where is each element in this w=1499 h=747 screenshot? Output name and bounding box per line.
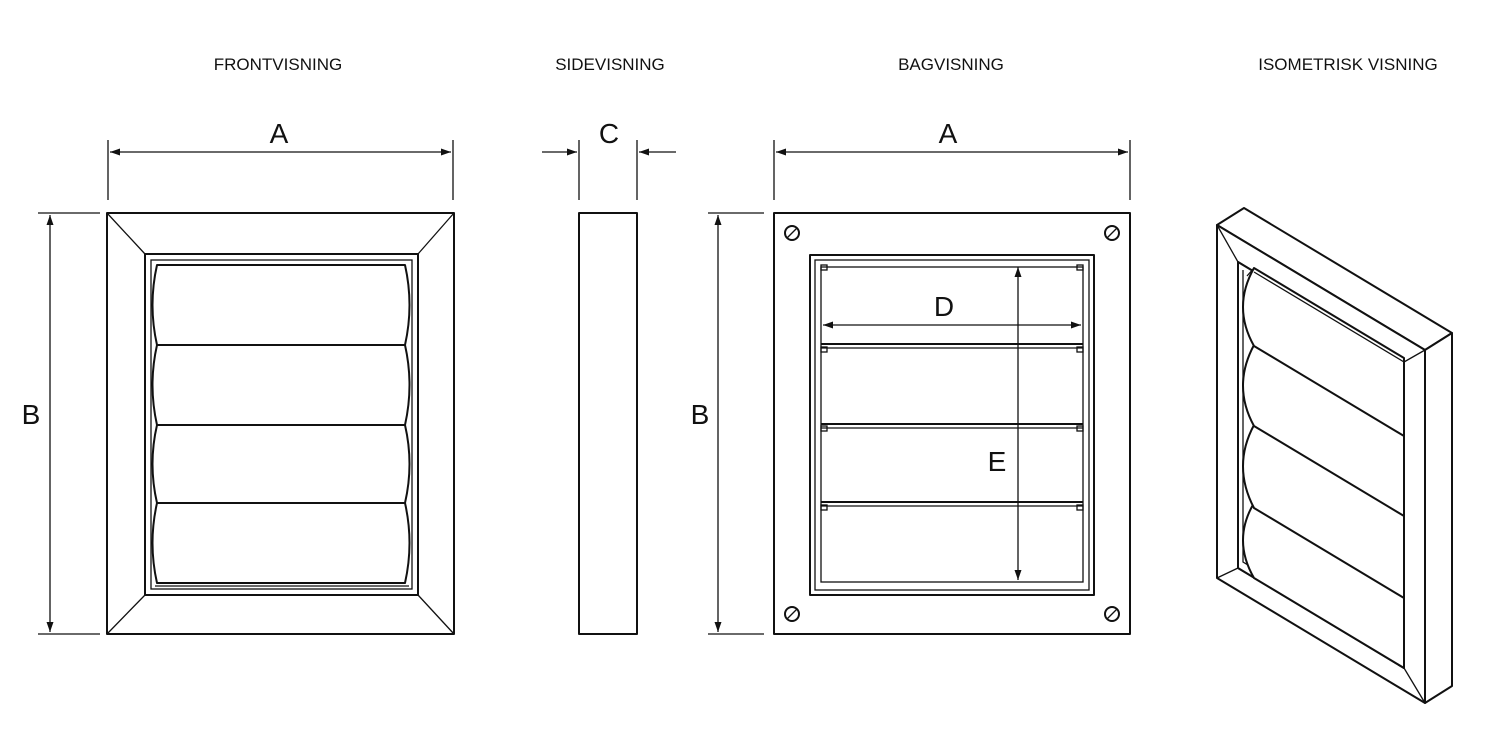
back-view: A B: [691, 118, 1131, 635]
screw-hole-bottom-left: [784, 606, 800, 622]
iso-louver-3: [1242, 424, 1405, 599]
back-opening: [809, 254, 1095, 596]
back-view-title: BAGVISNING: [898, 55, 1004, 74]
side-view: C: [542, 118, 676, 635]
front-view: A B: [22, 118, 455, 635]
front-louver-3: [151, 424, 411, 504]
front-louver-1: [151, 264, 411, 346]
back-dim-d-label: D: [934, 291, 954, 322]
screw-hole-top-right: [1104, 225, 1120, 241]
iso-view: [1216, 207, 1453, 704]
front-louver-4: [151, 502, 411, 584]
side-view-title: SIDEVISNING: [555, 55, 665, 74]
back-dim-a-label: A: [939, 118, 958, 149]
back-dim-b-label: B: [691, 399, 710, 430]
side-dim-c-label: C: [599, 118, 619, 149]
back-dim-e-label: E: [988, 446, 1007, 477]
front-louver-2: [151, 344, 411, 426]
screw-hole-top-left: [784, 225, 800, 241]
iso-view-title: ISOMETRISK VISNING: [1258, 55, 1437, 74]
screw-hole-bottom-right: [1104, 606, 1120, 622]
iso-louvers: [1242, 267, 1405, 669]
front-dim-b-label: B: [22, 399, 41, 430]
front-view-title: FRONTVISNING: [214, 55, 342, 74]
side-profile: [578, 212, 638, 635]
iso-louver-4: [1242, 502, 1405, 669]
front-louvers: [151, 264, 411, 587]
front-outer-frame: [106, 212, 455, 635]
front-inner-frame: [144, 253, 419, 596]
back-louvers: [820, 264, 1084, 511]
iso-louver-2: [1242, 344, 1405, 517]
front-dim-a-label: A: [270, 118, 289, 149]
back-screw-holes: [784, 225, 1120, 622]
iso-louver-1: [1242, 267, 1405, 437]
back-outer-frame: [773, 212, 1131, 635]
